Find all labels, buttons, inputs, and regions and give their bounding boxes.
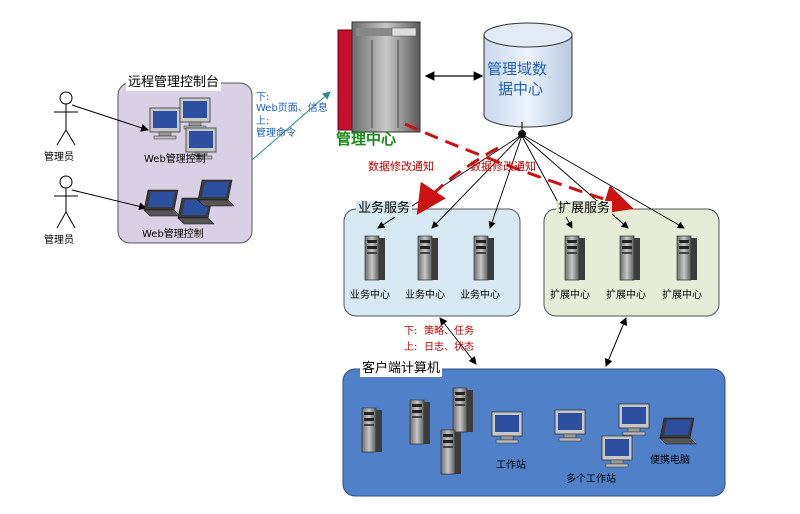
laptop-computer-icon bbox=[659, 417, 697, 445]
business-center-server-icon-1 bbox=[364, 235, 386, 281]
admin-figure-1 bbox=[54, 91, 78, 146]
notify-label-right: 数据修改通知 bbox=[470, 160, 536, 173]
laptop-label: 便携电脑 bbox=[650, 455, 690, 466]
extension-server-label-1: 扩展中心 bbox=[550, 290, 590, 301]
business-server-label-3: 业务中心 bbox=[460, 290, 500, 301]
client-link-down-text: 策略、任务 bbox=[424, 326, 474, 337]
data-center-database-icon bbox=[483, 22, 573, 128]
multi-workstation-label: 多个工作站 bbox=[566, 474, 616, 485]
console-link-up-label: 上: bbox=[256, 116, 270, 127]
remote-console-title: 远程管理控制台 bbox=[126, 75, 222, 91]
business-server-label-2: 业务中心 bbox=[405, 290, 445, 301]
client-server-icon-3 bbox=[452, 387, 474, 433]
console-link-down-text: Web页面、信息 bbox=[256, 103, 328, 114]
web-console-laptop-icon bbox=[143, 189, 181, 217]
business-center-server-icon-3 bbox=[473, 235, 495, 281]
workstation-label: 工作站 bbox=[496, 460, 526, 471]
web-console-label-1: Web管理控制 bbox=[144, 154, 206, 165]
extension-group-title: 扩展服务 bbox=[556, 201, 613, 217]
extension-center-server-icon-2 bbox=[619, 235, 641, 281]
data-center-label-line2: 据中心 bbox=[498, 80, 544, 98]
extension-server-label-3: 扩展中心 bbox=[662, 290, 702, 301]
admin-label-2: 管理员 bbox=[44, 235, 74, 246]
admin-label-1: 管理员 bbox=[44, 152, 74, 163]
business-server-label-1: 业务中心 bbox=[350, 290, 390, 301]
admin-figure-2 bbox=[54, 175, 78, 229]
business-group-title: 业务服务 bbox=[356, 201, 413, 217]
management-center-label: 管理中心 bbox=[336, 130, 397, 148]
client-server-icon-2 bbox=[409, 399, 431, 445]
client-server-icon-1 bbox=[361, 407, 383, 453]
web-console-laptop-icon-3 bbox=[197, 179, 235, 207]
extension-server-label-2: 扩展中心 bbox=[606, 290, 646, 301]
extension-center-server-icon-3 bbox=[676, 235, 698, 281]
data-center-label-line1: 管理域数 bbox=[487, 60, 548, 78]
client-group-title: 客户端计算机 bbox=[360, 361, 443, 377]
client-computers-group bbox=[342, 368, 726, 497]
extension-center-server-icon-1 bbox=[564, 235, 586, 281]
management-center-server-icon bbox=[337, 21, 421, 133]
console-link-down-label: 下: bbox=[256, 92, 270, 103]
client-link-down-label: 下: bbox=[404, 326, 418, 337]
business-center-server-icon-2 bbox=[417, 235, 439, 281]
client-link-up-label: 上: bbox=[404, 342, 418, 353]
console-link-up-text: 管理命令 bbox=[256, 128, 296, 139]
client-server-icon-4 bbox=[440, 429, 462, 475]
web-console-label-2: Web管理控制 bbox=[142, 229, 204, 240]
notify-label-left: 数据修改通知 bbox=[368, 160, 434, 173]
client-link-up-text: 日志、状态 bbox=[424, 342, 474, 353]
